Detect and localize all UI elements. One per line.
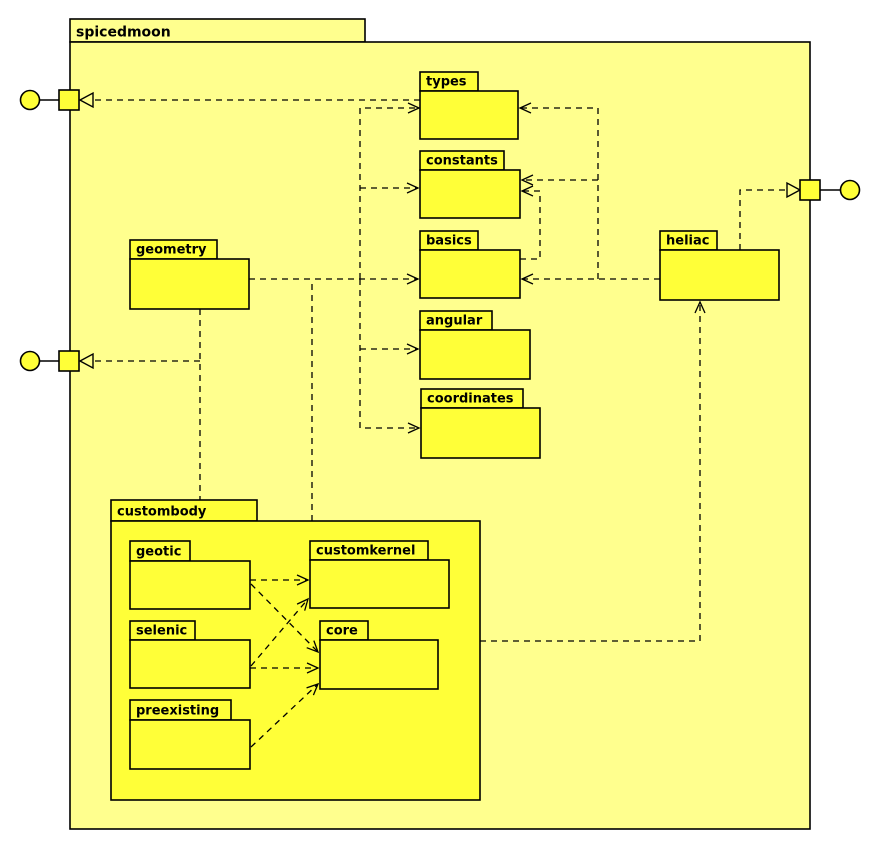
package-label: geotic: [136, 545, 181, 560]
package-body: [129, 719, 251, 770]
package-label: spicedmoon: [76, 25, 171, 41]
package-label: geometry: [136, 243, 207, 258]
interface-lollipop-circle: [839, 179, 861, 201]
package-label: customkernel: [316, 544, 415, 559]
package-label: types: [426, 75, 467, 90]
dependency-geotic-to-core: [250, 583, 320, 654]
realization-triangle: [786, 181, 802, 199]
package-label: coordinates: [427, 392, 514, 407]
package-preexisting: preexisting: [129, 699, 251, 770]
interface-socket-square: [58, 350, 80, 372]
interface-socket-square: [799, 179, 821, 201]
interface-lollipop-circle: [19, 89, 41, 111]
package-types: types: [419, 71, 519, 140]
package-body: [419, 90, 519, 140]
package-body: [419, 329, 531, 380]
package-body: [659, 249, 780, 301]
package-label: preexisting: [136, 704, 219, 719]
realization-triangle: [78, 352, 94, 370]
package-body: [419, 169, 521, 219]
package-constants: constants: [419, 150, 521, 219]
dependency-trunk-to-coordinates: [359, 279, 421, 434]
interface-lollipop-circle: [19, 350, 41, 372]
package-angular: angular: [419, 310, 531, 380]
dependency-custombody-to-heliac: [480, 300, 706, 642]
package-label: selenic: [136, 624, 187, 639]
package-label: angular: [426, 314, 483, 329]
package-body: [129, 639, 251, 689]
interface-socket-right: [799, 179, 861, 201]
realization-triangle: [78, 91, 94, 109]
package-label: core: [326, 624, 358, 639]
package-customkernel: customkernel: [309, 540, 450, 609]
package-body: [309, 559, 450, 609]
dependency-trunk-to-types: [359, 102, 421, 279]
package-body: [319, 639, 439, 690]
package-body: [420, 407, 541, 459]
package-label: basics: [426, 234, 472, 249]
package-core: core: [319, 620, 439, 690]
package-label: custombody: [117, 505, 207, 520]
dependency-heliac-to-types: [518, 102, 599, 279]
dependency-selenic-to-customkernel: [250, 597, 310, 667]
package-basics: basics: [419, 230, 521, 299]
package-selenic: selenic: [129, 620, 251, 689]
package-body: [419, 249, 521, 299]
package-heliac: heliac: [659, 230, 780, 301]
interface-socket-square: [58, 89, 80, 111]
interface-socket-left-top: [19, 89, 80, 111]
package-label: constants: [426, 154, 498, 169]
dependency-preexisting-to-core: [250, 682, 320, 748]
dependency-heliac-to-socket-right: [739, 189, 787, 250]
package-body: [129, 258, 250, 310]
package-geotic: geotic: [129, 540, 251, 610]
package-label: heliac: [666, 234, 709, 249]
package-body: [129, 560, 251, 610]
interface-socket-left-mid: [19, 350, 80, 372]
package-geometry: geometry: [129, 239, 250, 310]
package-coordinates: coordinates: [420, 388, 541, 459]
